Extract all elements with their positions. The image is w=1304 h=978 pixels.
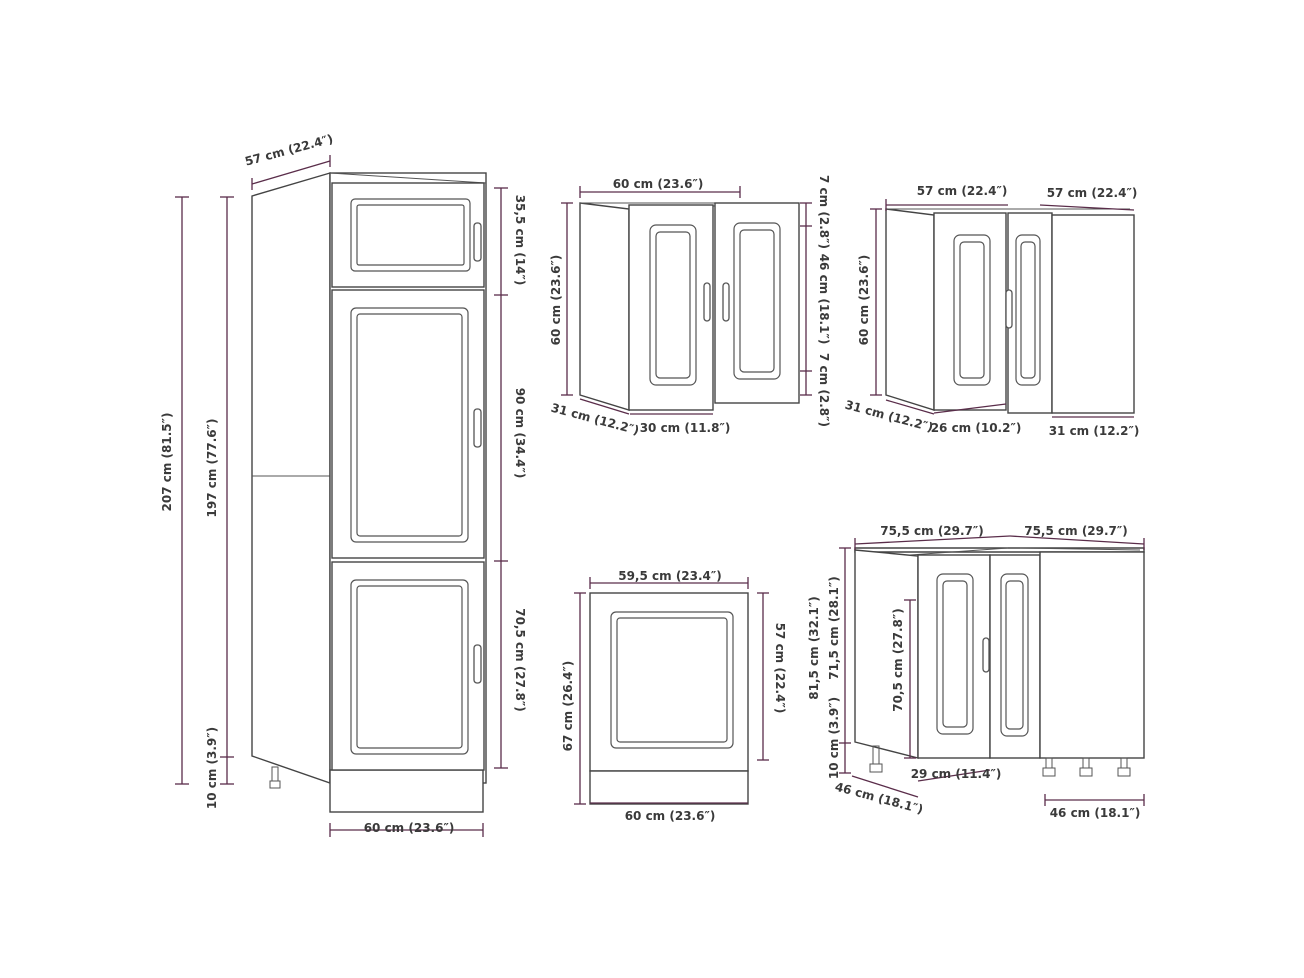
tall-bottom-door-label: 70,5 cm (27.8″) [513, 608, 527, 712]
handle-icon [1005, 289, 1013, 329]
tall-top-door-label: 35,5 cm (14″) [513, 195, 527, 286]
corner-base-left-side [854, 549, 919, 759]
oven-height-label: 67 cm (26.4″) [561, 661, 575, 752]
oven-cabinet: 59,5 cm (23.4″) 67 cm (26.4″) 57 cm (22.… [561, 569, 787, 823]
corner-wall-height-label: 60 cm (23.6″) [857, 255, 871, 346]
corner-wall-right-side [1051, 214, 1135, 414]
oven-bottom-width-label: 60 cm (23.6″) [625, 809, 716, 823]
corner-base-right-side [1039, 551, 1145, 759]
wall-cabinet: 60 cm (23.6″) 60 cm (23.6″) 31 cm (12.2″… [549, 175, 831, 438]
handle-icon [473, 644, 482, 684]
oven-top-width-label: 59,5 cm (23.4″) [618, 569, 722, 583]
wall-door-panel-label: 46 cm (18.1″) [817, 254, 831, 345]
wall-top-rail-label: 7 cm (2.8″) [817, 175, 831, 249]
corner-wall-depth-right-label: 31 cm (12.2″) [1049, 424, 1140, 438]
corner-wall-left-side [885, 208, 935, 411]
tall-middle-door-label: 90 cm (34.4″) [513, 388, 527, 479]
handle-icon [982, 637, 990, 673]
corner-wall-width-left-label: 57 cm (22.4″) [917, 184, 1008, 198]
wall-door-width-label: 30 cm (11.8″) [640, 421, 731, 435]
tall-width-label: 60 cm (23.6″) [364, 821, 455, 835]
handle-icon [722, 282, 730, 322]
wall-height-label: 60 cm (23.6″) [549, 255, 563, 346]
tall-leg-height-label: 10 cm (3.9″) [205, 727, 219, 809]
handle-icon [473, 408, 482, 448]
corner-base-height-body-label: 71,5 cm (28.1″) [827, 576, 841, 680]
corner-base-depth-right-label: 46 cm (18.1″) [1050, 806, 1141, 820]
corner-base-cabinet: 75,5 cm (29.7″) 75,5 cm (29.7″) 81,5 cm … [807, 524, 1145, 820]
handle-icon [473, 222, 482, 262]
tall-cabinet-side [251, 172, 331, 784]
corner-base-leg-height-label: 10 cm (3.9″) [827, 697, 841, 779]
tall-cabinet-plinth [329, 769, 484, 813]
corner-wall-cabinet: 57 cm (22.4″) 57 cm (22.4″) 60 cm (23.6″… [843, 184, 1139, 438]
corner-base-width-right-label: 75,5 cm (29.7″) [1024, 524, 1128, 538]
corner-base-door-width-label: 29 cm (11.4″) [911, 767, 1002, 781]
handle-icon [703, 282, 711, 322]
oven-cabinet-plinth [589, 770, 749, 805]
wall-width-label: 60 cm (23.6″) [613, 177, 704, 191]
corner-base-width-left-label: 75,5 cm (29.7″) [880, 524, 984, 538]
tall-cabinet: 57 cm (22.4″) 207 cm (81.5″) 197 cm (77.… [160, 132, 527, 837]
corner-base-door-height-label: 70,5 cm (27.8″) [891, 608, 905, 712]
corner-wall-door-width-label: 26 cm (10.2″) [931, 421, 1022, 435]
tall-height-body-label: 197 cm (77.6″) [205, 419, 219, 518]
corner-wall-width-right-label: 57 cm (22.4″) [1047, 186, 1138, 200]
wall-bottom-rail-label: 7 cm (2.8″) [817, 353, 831, 427]
wall-cabinet-side [579, 202, 630, 411]
oven-panel-height-label: 57 cm (22.4″) [773, 623, 787, 714]
tall-height-total-label: 207 cm (81.5″) [160, 413, 174, 512]
corner-base-height-total-label: 81,5 cm (32.1″) [807, 596, 821, 700]
